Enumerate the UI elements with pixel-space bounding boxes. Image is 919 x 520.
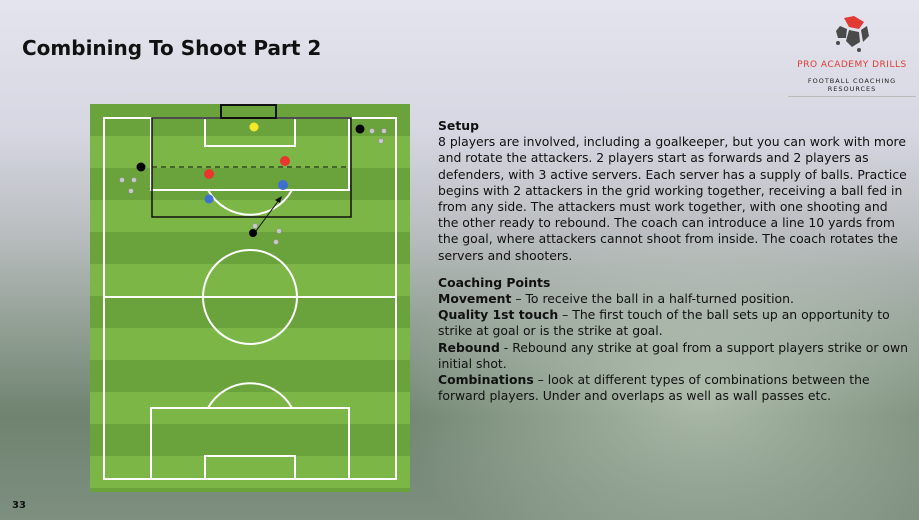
server	[355, 124, 365, 134]
arrow-head-icon	[275, 196, 282, 203]
football-logo-icon	[836, 16, 869, 52]
pitch-diagram	[90, 104, 410, 492]
coaching-point-text: - Rebound any strike at goal from a supp…	[438, 339, 908, 371]
coaching-point-text: – To receive the ball in a half-turned p…	[511, 291, 794, 307]
coaching-point-label: Combinations	[438, 372, 534, 388]
coaching-point: Rebound - Rebound any strike at goal fro…	[438, 340, 908, 372]
instructions: Setup 8 players are involved, including …	[438, 118, 908, 404]
coaching-heading: Coaching Points	[438, 274, 551, 290]
coaching-point-label: Quality 1st touch	[438, 307, 559, 323]
page-title: Combining To Shoot Part 2	[22, 36, 322, 60]
setup-body: 8 players are involved, including a goal…	[438, 134, 907, 263]
defender	[204, 194, 214, 204]
background-stadium	[380, 220, 919, 520]
coaching-point-text: – look at different types of combination…	[438, 372, 870, 404]
ball-supply	[119, 128, 387, 245]
coaching-point-label: Movement	[438, 291, 512, 307]
server	[249, 229, 257, 237]
pass-arrow	[252, 199, 280, 236]
setup-heading: Setup	[438, 118, 479, 133]
defender	[278, 180, 288, 190]
coaching-point-text: – The first touch of the ball sets up an…	[438, 307, 890, 339]
coaching-point: Combinations – look at different types o…	[438, 372, 908, 404]
coaching-point-label: Rebound	[438, 339, 500, 355]
logo-divider	[788, 96, 916, 97]
logo: PRO ACADEMY DRILLS FOOTBALL COACHING RES…	[788, 14, 916, 97]
goalkeeper	[249, 122, 259, 132]
coaching-point: Quality 1st touch – The first touch of t…	[438, 307, 908, 339]
page-number: 33	[12, 500, 26, 511]
coaching-point: Movement – To receive the ball in a half…	[438, 291, 908, 307]
logo-brand: PRO ACADEMY DRILLS	[797, 60, 907, 70]
attacker	[280, 156, 290, 166]
pitch-markings	[103, 117, 397, 480]
logo-tagline: FOOTBALL COACHING RESOURCES	[807, 77, 897, 93]
attacker	[204, 169, 214, 179]
server	[136, 162, 146, 172]
